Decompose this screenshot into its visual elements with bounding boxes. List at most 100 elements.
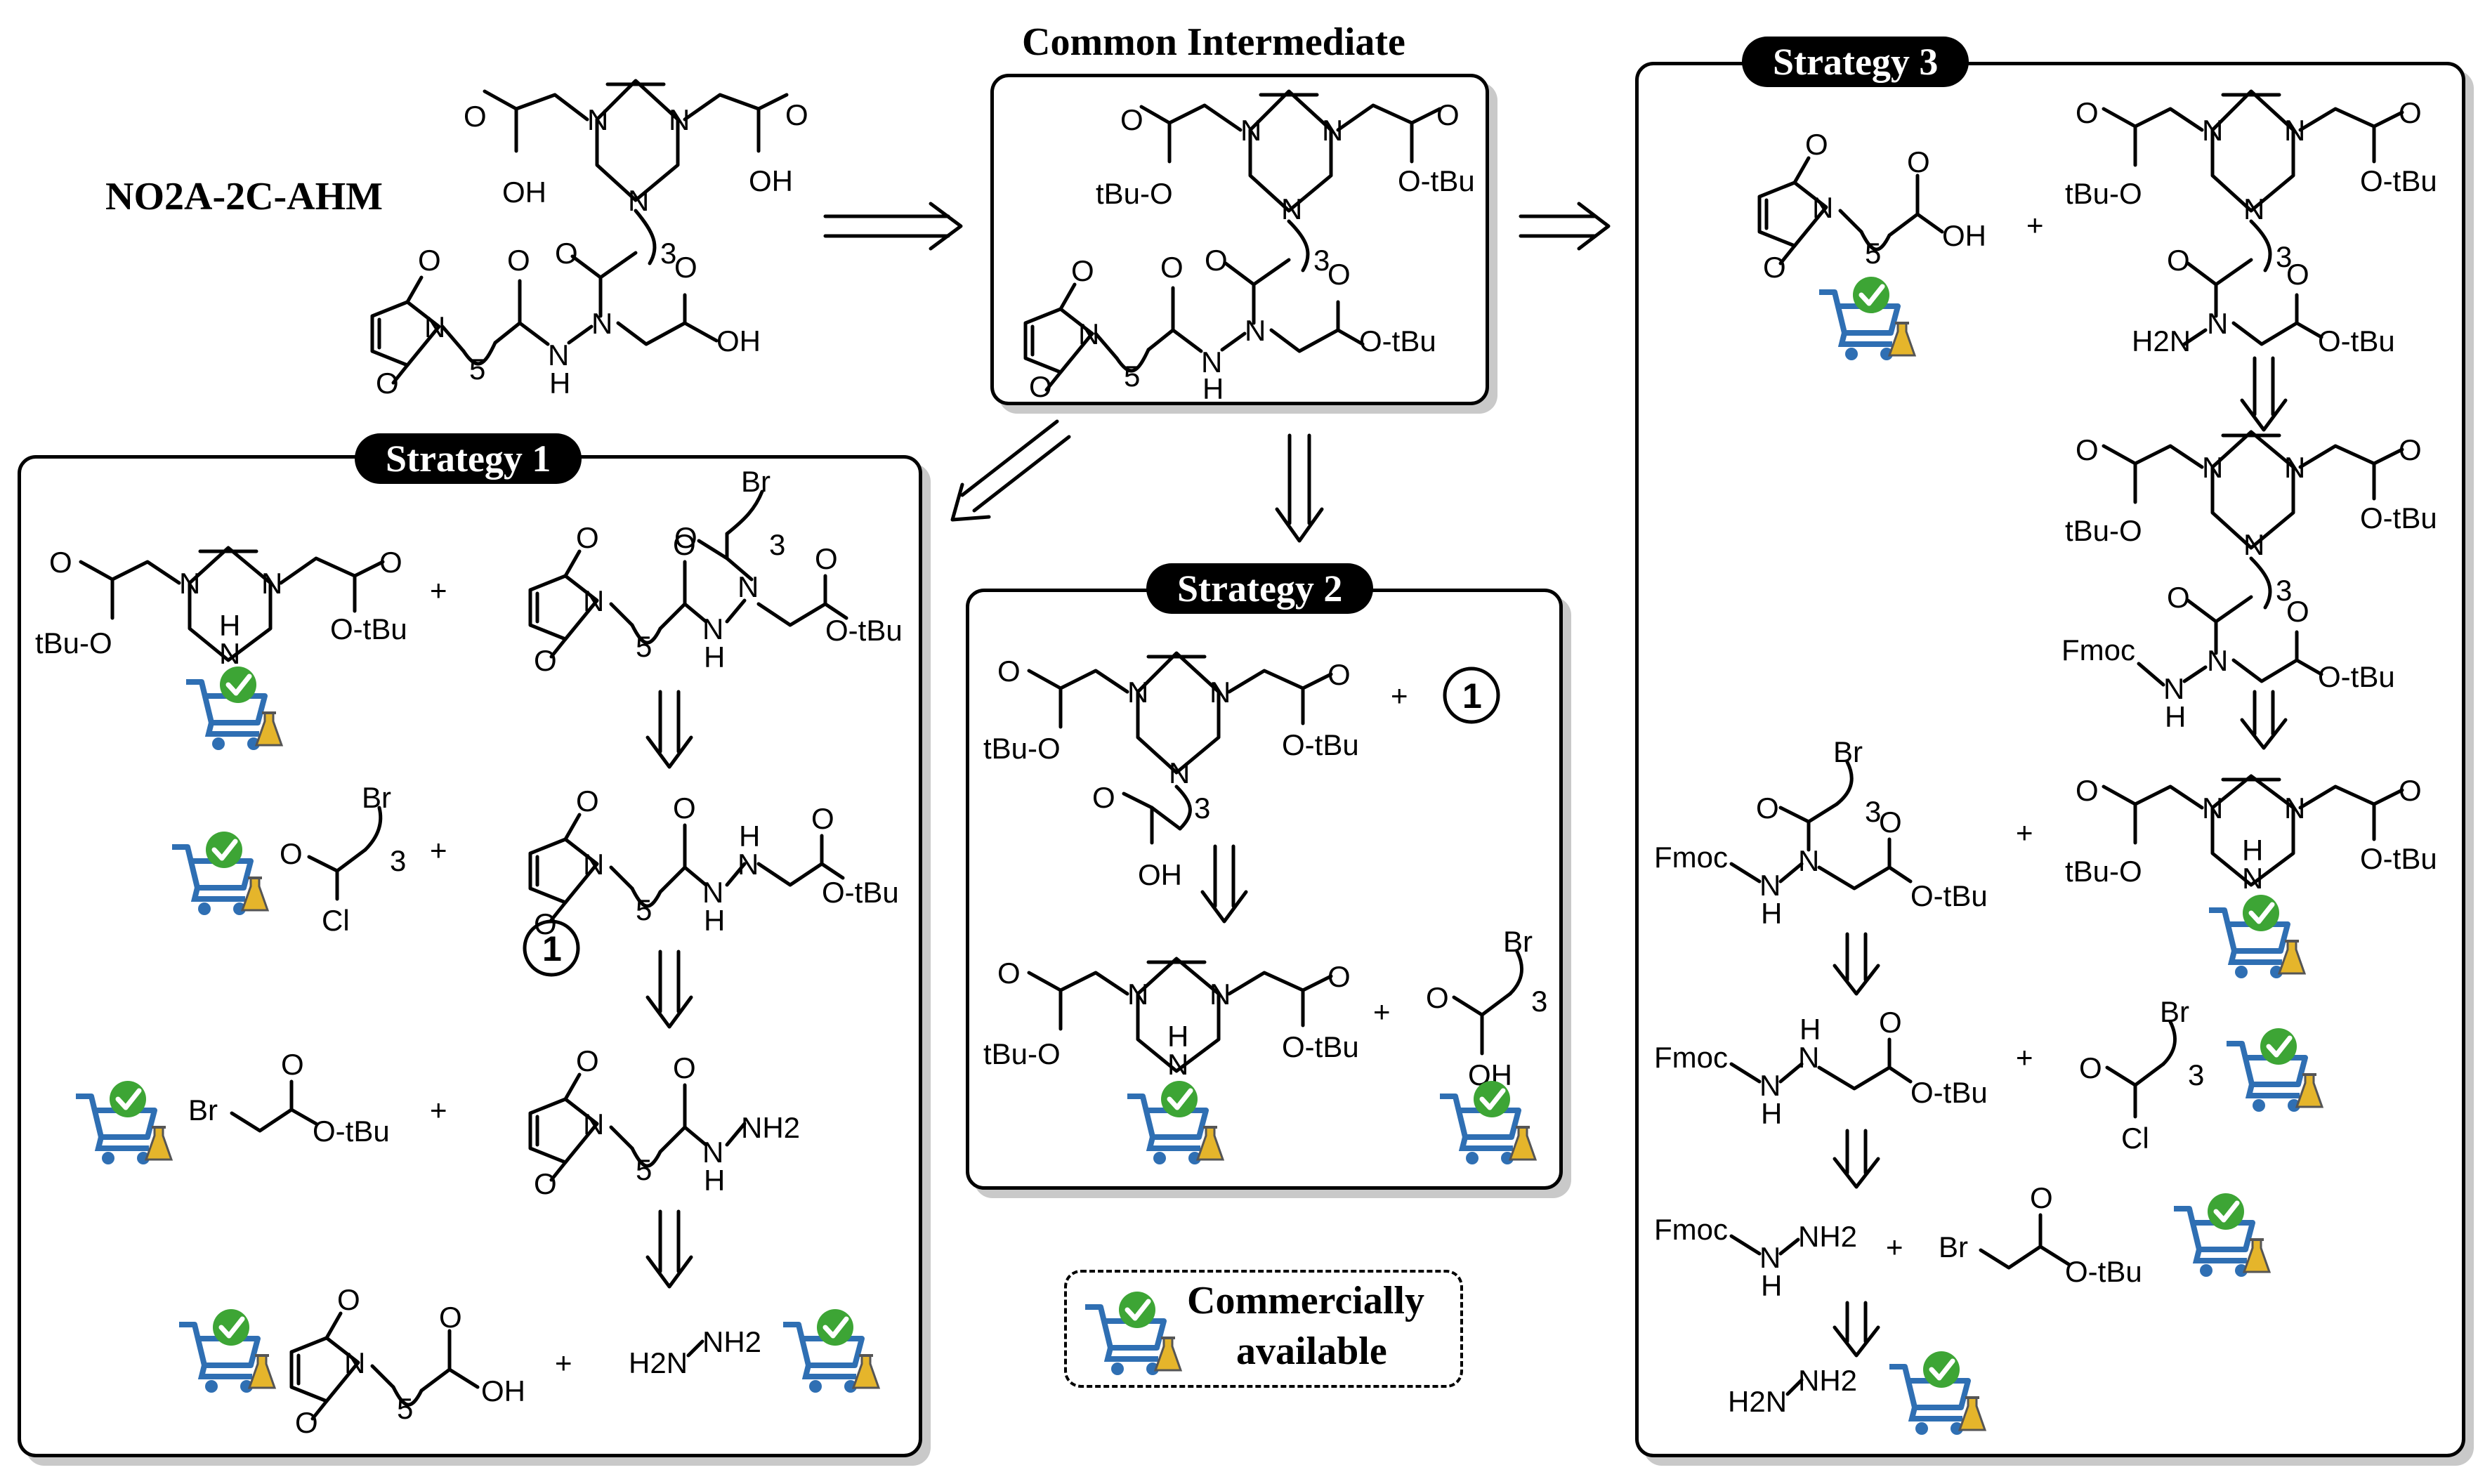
atom-o: O	[2399, 96, 2422, 129]
plus-sign: +	[430, 1094, 447, 1127]
atom-o: O	[1328, 960, 1351, 993]
retro-arrow	[1275, 433, 1324, 543]
atom-h: H	[1761, 897, 1782, 930]
atom-o-tbu: O-tBu	[825, 614, 903, 647]
atom-o: O	[673, 792, 696, 825]
atom-h2n: H2N	[2132, 324, 2191, 357]
atom-o-tbu: O-tBu	[1910, 1076, 1988, 1109]
retro-arrow	[1833, 1129, 1880, 1189]
atom-n: N	[591, 307, 612, 340]
retro-arrow	[645, 950, 693, 1029]
atom-n: N	[1759, 869, 1781, 902]
atom-o: O	[464, 100, 487, 133]
atom-nh2: NH2	[1798, 1220, 1857, 1253]
atom-oh: OH	[1138, 858, 1182, 891]
atom-o: O	[49, 546, 72, 579]
atom-h: H	[1761, 1269, 1782, 1302]
atom-nh2: NH2	[702, 1325, 761, 1358]
atom-n: N	[702, 1136, 723, 1169]
retro-arrow	[1200, 844, 1248, 924]
compound-number-circle	[523, 919, 580, 977]
retro-arrow	[645, 1209, 693, 1289]
atom-n: N	[344, 1346, 365, 1379]
atom-br: Br	[741, 465, 771, 498]
atom-tbu-o: tBu-O	[2065, 177, 2142, 210]
subscript: 3	[1313, 244, 1330, 277]
atom-o: O	[1120, 103, 1143, 136]
subscript: 3	[660, 237, 676, 270]
subscript: 5	[469, 353, 485, 386]
atom-o-tbu: O-tBu	[1359, 324, 1436, 357]
atom-o: O	[1436, 98, 1460, 131]
atom-o-tbu: O-tBu	[822, 876, 899, 909]
compound-number-circle	[1443, 667, 1500, 724]
target-molecule: N N N O OH O OH 3 O N O OH N	[370, 79, 808, 400]
atom-h2n: H2N	[629, 1346, 688, 1379]
atom-nh2: NH2	[741, 1111, 800, 1144]
cart-icon	[2174, 1193, 2269, 1277]
atom-o: O	[1426, 981, 1449, 1014]
atom-n: N	[1127, 676, 1148, 709]
atom-o: O	[534, 1167, 557, 1200]
atom-br: Br	[1503, 925, 1533, 958]
subscript: 5	[1124, 360, 1140, 393]
retro-arrow	[645, 690, 693, 769]
atom-cl: Cl	[322, 904, 350, 937]
atom-n: N	[1078, 317, 1099, 350]
atom-o: O	[337, 1283, 360, 1316]
atom-n: N	[548, 339, 569, 372]
atom-o: O	[2286, 258, 2309, 291]
retro-arrow	[823, 202, 963, 251]
atom-o: O	[1071, 254, 1094, 287]
cart-icon	[2227, 1028, 2322, 1112]
subscript: 3	[1194, 792, 1210, 825]
cart-icon	[1819, 277, 1915, 360]
strategy-3-badge: Strategy 3	[1742, 37, 1969, 87]
target-compound-label: NO2A-2C-AHM	[105, 175, 383, 218]
atom-n: N	[702, 876, 723, 909]
atom-tbu-o: tBu-O	[35, 626, 112, 659]
atom-n: N	[1167, 1048, 1188, 1081]
atom-fmoc: Fmoc	[1654, 1213, 1728, 1246]
atom-n: N	[702, 612, 723, 645]
atom-n: N	[2243, 192, 2264, 225]
atom-o-tbu: O-tBu	[2065, 1255, 2142, 1288]
atom-n: N	[1759, 1241, 1781, 1274]
atom-n: N	[587, 103, 608, 136]
atom-br: Br	[1939, 1230, 1968, 1263]
retro-arrow	[1519, 202, 1611, 251]
atom-o: O	[2286, 595, 2309, 628]
subscript: 3	[390, 844, 406, 877]
atom-oh: OH	[749, 164, 793, 197]
atom-o: O	[1205, 244, 1228, 277]
atom-o: O	[376, 367, 399, 400]
atom-o: O	[576, 521, 599, 554]
atom-n: N	[583, 584, 604, 617]
atom-n: N	[2163, 672, 2184, 705]
atom-o-tbu: O-tBu	[1282, 1030, 1359, 1063]
atom-n: N	[583, 1108, 604, 1141]
strategy-1-scheme: N N H N O tBu-O O O-tBu + N O O 5	[35, 465, 903, 1439]
atom-o: O	[2167, 581, 2190, 614]
strategy-1-panel	[18, 455, 922, 1457]
atom-o: O	[1763, 251, 1786, 284]
subscript: 5	[636, 893, 652, 926]
atom-o: O	[379, 546, 402, 579]
atom-o: O	[2030, 1181, 2053, 1214]
atom-o: O	[1879, 1006, 1902, 1039]
atom-h: H	[219, 609, 240, 642]
atom-tbu-o: tBu-O	[2065, 514, 2142, 547]
atom-br: Br	[362, 781, 391, 814]
atom-o-tbu: O-tBu	[2318, 660, 2395, 693]
subscript: 5	[397, 1392, 413, 1425]
strategy-3-panel	[1635, 62, 2465, 1457]
atom-o: O	[295, 1406, 318, 1439]
cart-icon	[76, 1081, 171, 1164]
atom-n: N	[2207, 644, 2228, 677]
atom-o-tbu: O-tBu	[1282, 728, 1359, 761]
legend-line-1: Commercially	[1187, 1279, 1424, 1322]
cart-icon	[1085, 1292, 1181, 1375]
atom-n: N	[219, 637, 240, 670]
